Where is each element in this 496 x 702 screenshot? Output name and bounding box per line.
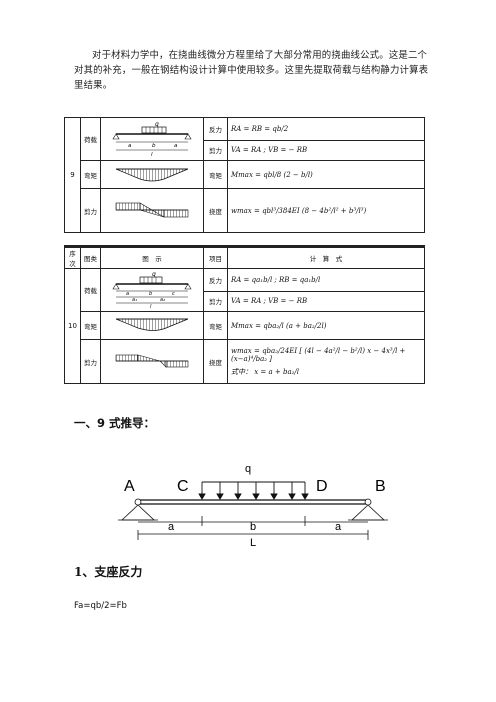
table9-formula-deflection: wmax = qbl³/384EI (8 − 4b²/l² + b³/l³) — [227, 188, 425, 233]
table10-item-reaction: 反力 — [203, 268, 228, 292]
table10-header-type: 图类 — [80, 245, 101, 269]
table10-formula-deflection: wmax = qba₂/24EI [ (4l − 4a²/l − b²/l) x… — [227, 339, 425, 384]
beam-label-C: C — [177, 478, 189, 495]
table9-item-reaction: 反力 — [203, 117, 228, 141]
svg-text:a₁: a₁ — [132, 297, 137, 303]
svg-text:q: q — [152, 271, 156, 278]
svg-text:a₂: a₂ — [160, 297, 165, 303]
beam-q-label: q — [245, 463, 251, 475]
beam-a-left: a — [168, 521, 175, 533]
table9-load-label: 荷载 — [80, 117, 101, 161]
beam-L: L — [250, 537, 256, 549]
reaction-equation: Fa=qb/2=Fb — [74, 601, 127, 611]
intro-paragraph: 对于材料力学中，在挠曲线微分方程里给了大部分常用的挠曲线公式。这是二个对其的补充… — [74, 50, 429, 91]
svg-text:a: a — [126, 291, 129, 297]
table9-item-deflection: 挠度 — [203, 188, 228, 233]
table10-moment-diagram — [100, 311, 204, 340]
table9-item-shear: 剪力 — [203, 139, 228, 162]
table-10: 序次 图类 图 示 项目 计 算 式 10 荷载 q a b c — [64, 245, 425, 384]
beam-label-B: B — [375, 478, 386, 495]
svg-text:l: l — [150, 304, 152, 309]
beam-label-D: D — [316, 478, 328, 495]
table10-header-item: 项目 — [203, 245, 228, 269]
table10-index: 10 — [64, 268, 81, 384]
section-heading-9: 一、9 式推导： — [74, 416, 156, 430]
beam-a-right: a — [335, 521, 342, 533]
svg-text:c: c — [172, 291, 175, 297]
table10-header-index: 序次 — [64, 245, 81, 269]
svg-text:b: b — [149, 291, 152, 297]
beam-diagram: q A C D B a b a L — [118, 463, 388, 549]
svg-text:b: b — [152, 143, 156, 149]
table-9: 9 荷载 q a b a l 反力 RA = RB — [64, 117, 425, 233]
table10-load-label: 荷载 — [80, 268, 101, 312]
diagram-q: q — [155, 121, 159, 128]
table10-load-diagram: q a b c a₁ a₂ l — [100, 268, 204, 312]
table9-formula-reaction: RA = RB = qb/2 — [227, 117, 425, 141]
table9-item-moment: 弯矩 — [203, 160, 228, 189]
table10-formula-reaction: RA = qa₁b/l ; RB = qa₁b/l — [227, 268, 425, 292]
section-heading-reaction: 1、支座反力 — [74, 565, 143, 579]
table9-formula-moment: Mmax = qbl/8 (2 − b/l) — [227, 160, 425, 189]
table10-formula-shear: VA = RA ; VB = − RB — [227, 290, 425, 313]
table10-shear-diagram — [100, 339, 204, 384]
table9-load-diagram: q a b a l — [100, 117, 204, 161]
table9-shear-diagram — [100, 188, 204, 233]
table10-item-deflection: 挠度 — [203, 339, 228, 384]
table9-formula-shear: VA = RA ; VB = − RB — [227, 139, 425, 162]
svg-text:a: a — [174, 143, 178, 149]
svg-text:a: a — [128, 143, 132, 149]
table10-item-shear: 剪力 — [203, 290, 228, 313]
beam-label-A: A — [124, 478, 135, 495]
table10-moment-label: 弯矩 — [80, 311, 101, 340]
table10-header-formula: 计 算 式 — [227, 245, 425, 269]
svg-text:l: l — [151, 152, 153, 158]
table9-moment-label: 弯矩 — [80, 160, 101, 189]
table9-shear-label: 剪力 — [80, 188, 101, 233]
beam-b: b — [250, 521, 256, 533]
table9-index: 9 — [64, 117, 81, 233]
table9-moment-diagram — [100, 160, 204, 189]
table10-shear-label: 剪力 — [80, 339, 101, 384]
table10-formula-moment: Mmax = qba₂/l (a + ba₂/2l) — [227, 311, 425, 340]
table10-item-moment: 弯矩 — [203, 311, 228, 340]
table10-header-diagram: 图 示 — [100, 245, 204, 269]
